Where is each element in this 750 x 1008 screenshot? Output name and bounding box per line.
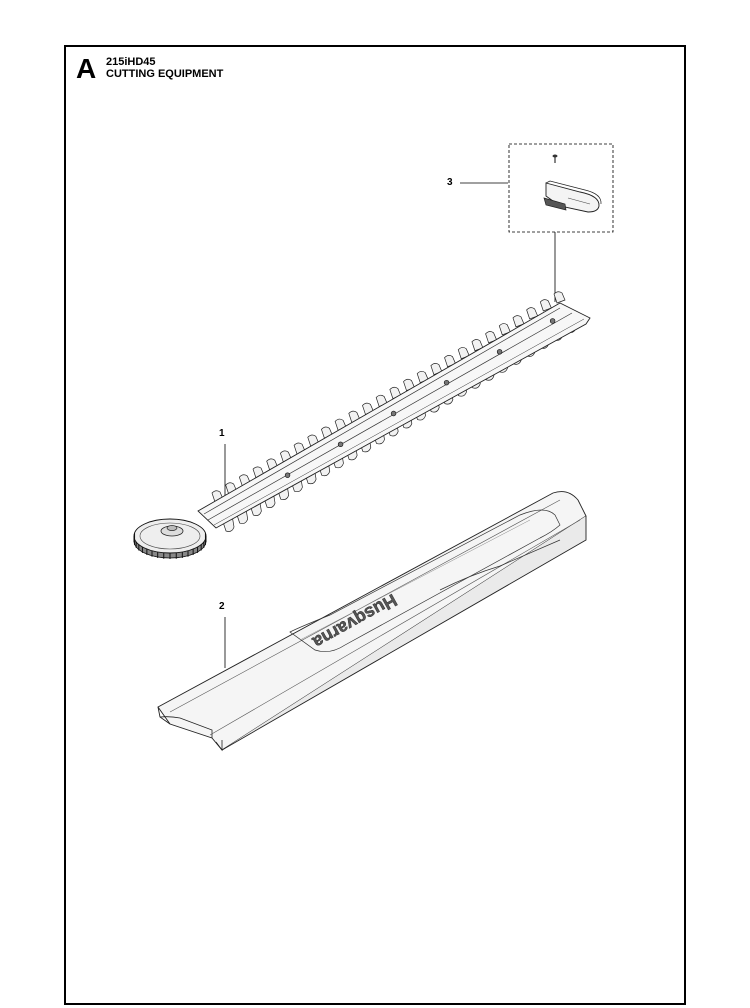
rivet-icon bbox=[443, 379, 450, 386]
screw-icon bbox=[552, 154, 558, 163]
rivet-icon bbox=[390, 410, 397, 417]
callout-3: 3 bbox=[447, 177, 453, 188]
blade-rivets bbox=[284, 318, 556, 478]
page-frame bbox=[64, 45, 686, 1005]
rivet-icon bbox=[496, 349, 503, 355]
model-number: 215iHD45 bbox=[106, 56, 156, 68]
hedge-blade-part-1 bbox=[133, 291, 591, 559]
detail-box-part-3 bbox=[508, 143, 614, 233]
callout-1: 1 bbox=[219, 428, 225, 439]
rivet-icon bbox=[284, 472, 291, 478]
blade-cover-part-2: Husqvarna bbox=[157, 491, 587, 752]
section-letter: A bbox=[76, 53, 97, 84]
end-cap-icon bbox=[543, 180, 602, 213]
page-title: CUTTING EQUIPMENT bbox=[106, 68, 224, 80]
callout-2: 2 bbox=[219, 601, 225, 612]
rivet-icon bbox=[337, 441, 344, 448]
blade-gear-icon bbox=[133, 518, 207, 559]
rivet-icon bbox=[549, 318, 556, 324]
